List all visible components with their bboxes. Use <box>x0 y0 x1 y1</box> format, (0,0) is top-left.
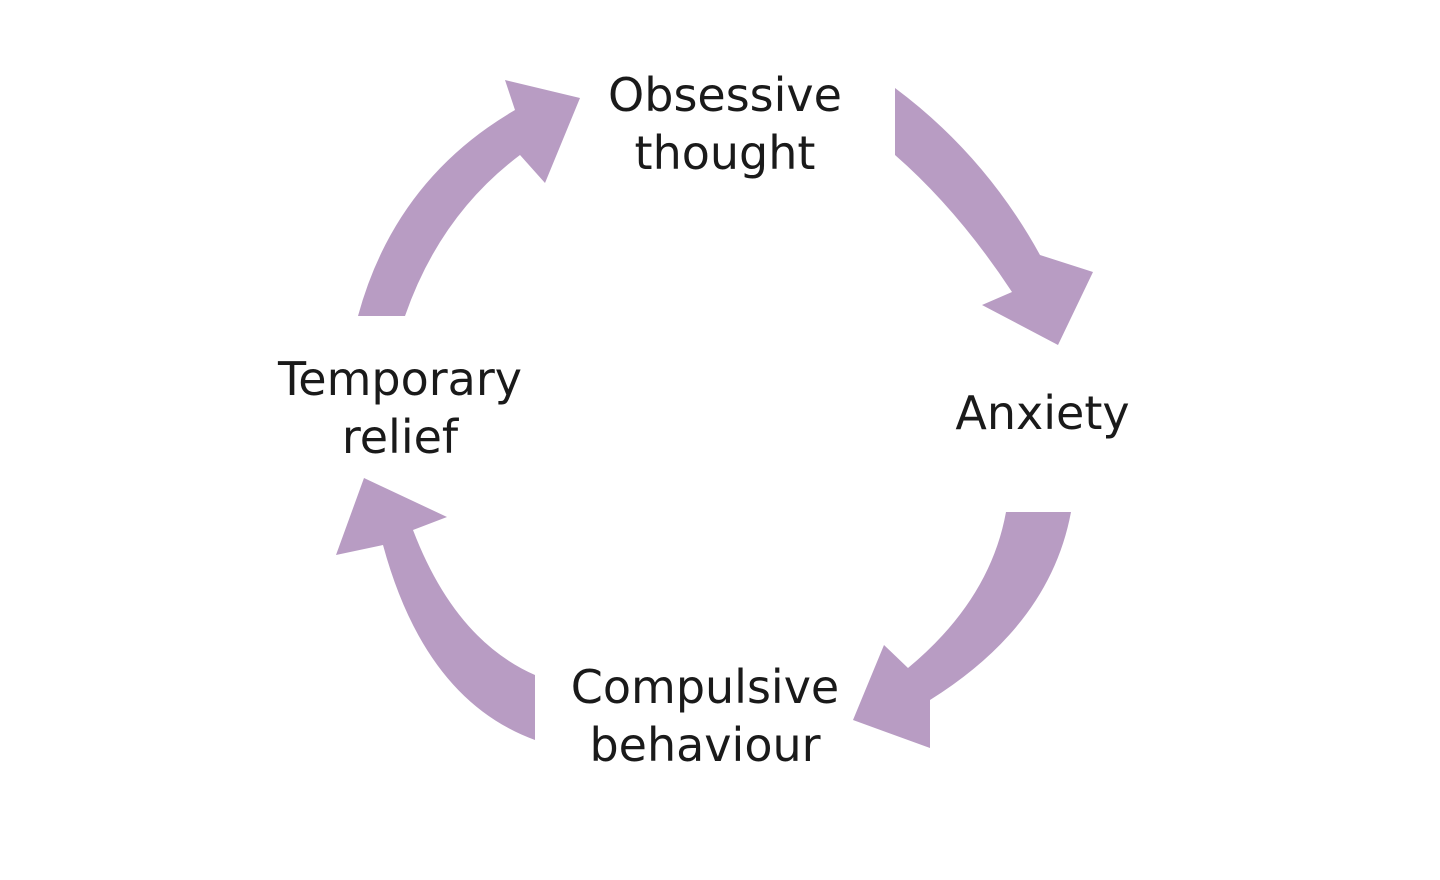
node-obsessive-thought-line-1: Obsessive <box>608 68 842 122</box>
arrow-anxiety-to-compulsive <box>853 512 1071 748</box>
arrow-compulsive-to-relief <box>336 478 535 740</box>
node-temporary-relief-line-2: relief <box>341 410 459 464</box>
node-temporary-relief: Temporary relief <box>250 350 550 466</box>
node-anxiety: Anxiety <box>935 384 1150 442</box>
arrow-relief-to-obsessive <box>358 80 580 316</box>
node-compulsive-behaviour-line-1: Compulsive <box>570 660 840 714</box>
node-obsessive-thought-line-2: thought <box>634 126 816 180</box>
arrow-obsessive-to-anxiety <box>895 88 1093 345</box>
node-compulsive-behaviour: Compulsive behaviour <box>540 658 870 774</box>
node-compulsive-behaviour-line-2: behaviour <box>589 718 821 772</box>
node-temporary-relief-line-1: Temporary <box>278 352 522 406</box>
node-obsessive-thought: Obsessive thought <box>560 66 890 182</box>
node-anxiety-line-1: Anxiety <box>955 386 1130 440</box>
